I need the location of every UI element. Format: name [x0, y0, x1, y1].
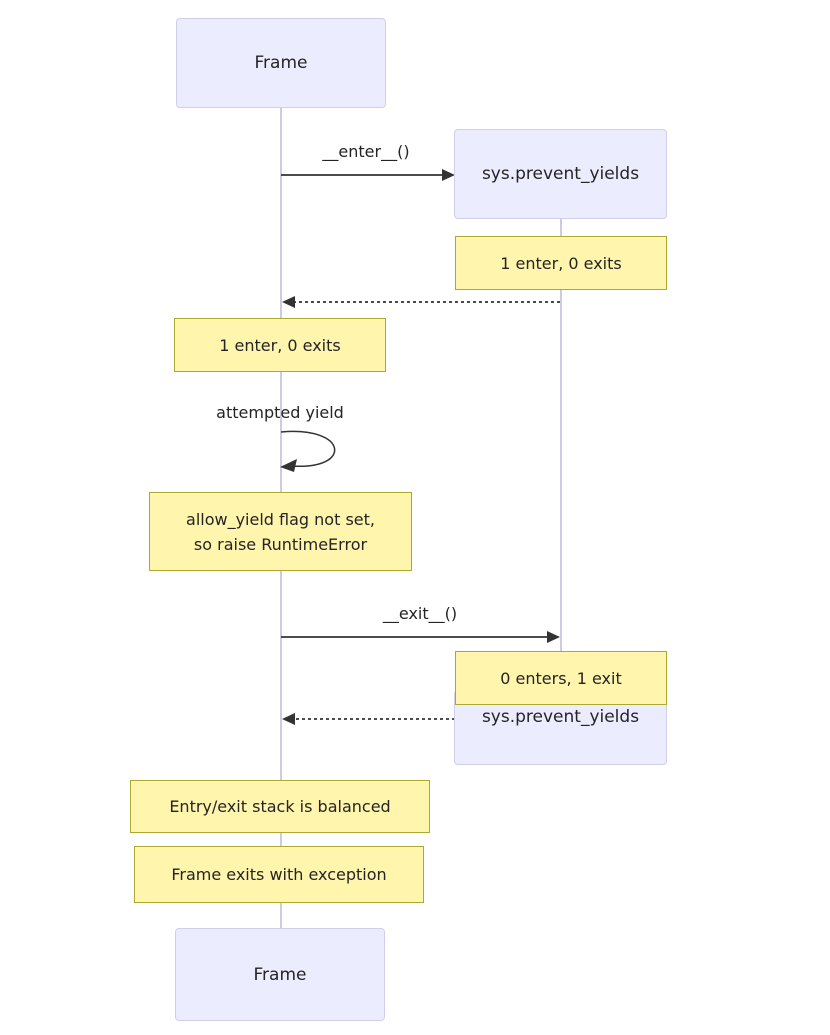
actor-box-frame-top: Frame [176, 18, 386, 108]
actor-label-frame-bottom: Frame [253, 964, 307, 985]
note-enter-over-sys-text: 1 enter, 0 exits [500, 253, 622, 273]
actor-box-sys-created: sys.prevent_yields [454, 129, 667, 219]
self-loop-yield [280, 430, 336, 467]
arrowhead-exit-return [282, 713, 295, 725]
note-exception: Frame exits with exception [134, 846, 424, 903]
note-exception-text: Frame exits with exception [171, 865, 387, 884]
actor-label-sys-destroyed: sys.prevent_yields [481, 707, 640, 727]
actor-label-sys-created: sys.prevent_yields [481, 164, 640, 184]
note-exit-over-sys: 0 enters, 1 exit [455, 651, 667, 705]
arrowhead-enter-return [282, 296, 295, 308]
note-allow-yield-line1: allow_yield flag not set, [186, 509, 375, 529]
note-allow-yield-line2: so raise RuntimeError [193, 534, 368, 554]
actor-label-frame-top: Frame [254, 53, 308, 73]
note-exit-over-sys-text: 0 enters, 1 exit [500, 668, 622, 688]
note-balanced: Entry/exit stack is balanced [130, 780, 430, 833]
message-label-enter: __enter__() [322, 142, 410, 161]
note-enter-over-frame-text: 1 enter, 0 exits [219, 335, 341, 355]
actor-box-frame-bottom: Frame [175, 928, 385, 1021]
note-enter-over-sys: 1 enter, 0 exits [455, 236, 667, 290]
arrowhead-exit [547, 631, 560, 643]
message-label-exit: __exit__() [382, 604, 458, 623]
note-balanced-text: Entry/exit stack is balanced [169, 797, 391, 816]
note-allow-yield: allow_yield flag not set, so raise Runti… [149, 492, 412, 571]
arrowhead-enter [442, 169, 455, 181]
arrowhead-yield [280, 459, 297, 472]
note-enter-over-frame: 1 enter, 0 exits [174, 318, 386, 372]
message-label-attempted-yield: attempted yield [216, 403, 344, 422]
